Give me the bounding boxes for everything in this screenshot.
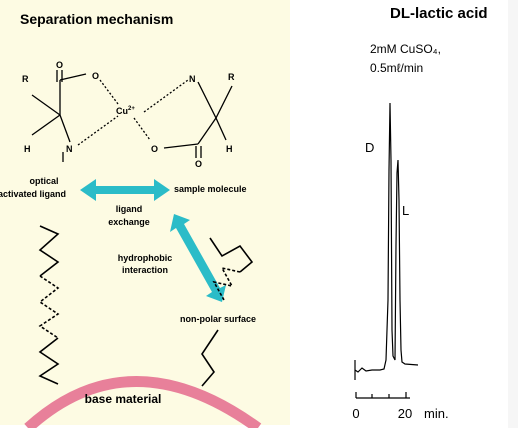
- peak-label-d: D: [365, 140, 374, 155]
- atom-r-right: R: [228, 72, 235, 82]
- mechanism-panel: Separation mechanism R: [0, 0, 290, 433]
- ligand-chains: [38, 225, 254, 387]
- label-interaction: interaction: [122, 265, 168, 275]
- label-base-material: base material: [85, 392, 162, 406]
- base-material-arc: [24, 376, 262, 433]
- copper-complex-structure: [31, 70, 233, 162]
- peak-label-l: L: [402, 203, 409, 218]
- time-axis: [355, 392, 410, 399]
- atom-o-right-bottom: O: [195, 159, 202, 169]
- atom-o-right-bridge: O: [151, 144, 158, 154]
- atom-n-right: N: [189, 74, 196, 84]
- atom-o-left-bridge: O: [92, 71, 99, 81]
- mechanism-title: Separation mechanism: [20, 11, 173, 27]
- atom-o-left-top: O: [56, 60, 63, 70]
- atom-cu: Cu2+: [116, 106, 135, 116]
- chromatogram-title: DL-lactic acid: [390, 5, 488, 22]
- label-activated-ligand: activated ligand: [0, 189, 66, 199]
- label-hydrophobic: hydrophobic: [118, 253, 173, 263]
- label-optical: optical: [29, 176, 58, 186]
- ligand-exchange-arrow: [80, 179, 170, 201]
- atom-h-left: H: [24, 144, 31, 154]
- axis-tick-20: 20: [398, 406, 412, 421]
- label-non-polar-surface: non-polar surface: [180, 314, 256, 324]
- condition-line2: 0.5mℓ/min: [370, 61, 423, 75]
- right-edge-strip: [508, 0, 518, 428]
- hydrophobic-arrow: [170, 214, 226, 302]
- label-ligand: ligand: [116, 204, 143, 214]
- atom-h-right: H: [226, 144, 233, 154]
- label-sample-molecule: sample molecule: [174, 184, 247, 194]
- chromatogram-panel: DL-lactic acid 2mM CuSO₄, 0.5mℓ/min D L …: [352, 0, 518, 428]
- atom-n-left: N: [66, 144, 73, 154]
- axis-unit: min.: [424, 406, 449, 421]
- label-exchange: exchange: [108, 217, 150, 227]
- atom-cu-charge: 2+: [128, 106, 135, 112]
- mechanism-labels: optical activated ligand sample molecule…: [0, 176, 256, 324]
- molecule-atoms: R O O H N Cu2+ N R O O H: [22, 60, 235, 169]
- atom-r-left: R: [22, 74, 29, 84]
- axis-tick-0: 0: [352, 406, 359, 421]
- chromatogram-trace: [354, 102, 419, 380]
- panel-background: [0, 0, 290, 425]
- atom-cu-symbol: Cu: [116, 106, 128, 116]
- condition-line1: 2mM CuSO₄,: [370, 42, 441, 56]
